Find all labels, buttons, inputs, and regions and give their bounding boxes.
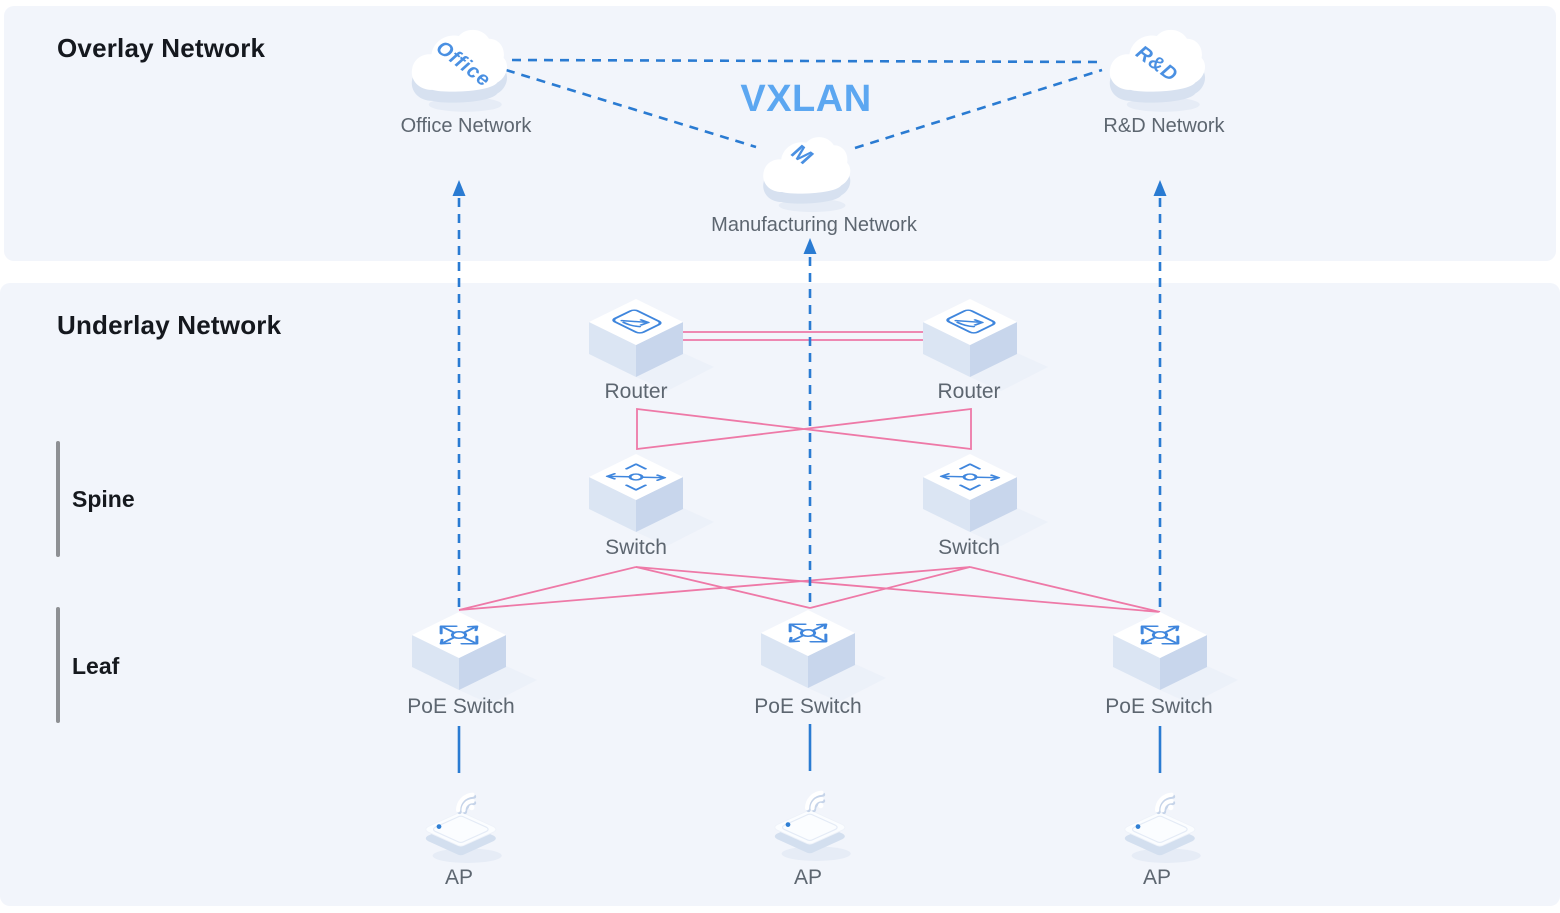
spine-label: Spine — [72, 486, 135, 512]
rnd-cloud-label: R&D Network — [1103, 115, 1225, 137]
spine-switch-2-label: Switch — [938, 536, 1000, 559]
spine-switch-1-icon — [586, 452, 686, 548]
manufacturing-cloud-label: Manufacturing Network — [711, 214, 917, 236]
ap-1-icon — [409, 775, 509, 870]
ap-3-icon — [1108, 775, 1208, 870]
poe-switch-3-icon — [1110, 610, 1210, 706]
router-2-label: Router — [937, 380, 1001, 403]
poe-switch-2-label: PoE Switch — [754, 695, 862, 718]
router-1-icon — [586, 297, 686, 393]
poe-switch-3-label: PoE Switch — [1105, 695, 1213, 718]
ap-2-icon — [758, 773, 858, 868]
router-2-icon — [920, 297, 1020, 393]
ap-3-label: AP — [1142, 866, 1171, 889]
leaf-label: Leaf — [72, 653, 120, 679]
router-1-label: Router — [604, 380, 668, 403]
underlay-title: Underlay Network — [57, 310, 282, 340]
spine-switch-1-label: Switch — [605, 536, 667, 559]
ap-2-label: AP — [793, 866, 822, 889]
poe-switch-1-icon — [409, 610, 509, 706]
vxlan-label: VXLAN — [740, 78, 872, 120]
spine-switch-2-icon — [920, 452, 1020, 548]
ap-1-label: AP — [444, 866, 473, 889]
poe-switch-1-label: PoE Switch — [407, 695, 515, 718]
poe-switch-2-icon — [758, 608, 858, 704]
leaf-bracket — [56, 607, 60, 723]
overlay-panel — [4, 6, 1556, 261]
spine-bracket — [56, 441, 60, 557]
office-cloud-label: Office Network — [400, 115, 532, 137]
overlay-title: Overlay Network — [57, 33, 266, 63]
